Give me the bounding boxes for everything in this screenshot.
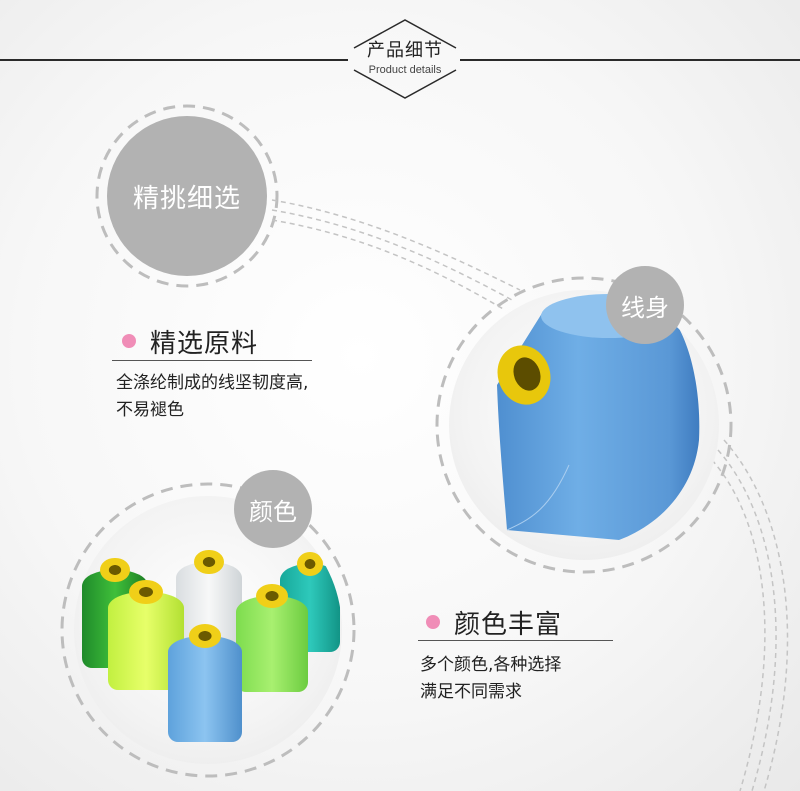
color-spools-photo bbox=[74, 496, 342, 764]
badge-color: 颜色 bbox=[234, 470, 312, 548]
header-line-left bbox=[0, 59, 348, 61]
feature-title-colors: 颜色丰富 bbox=[454, 610, 563, 640]
header-title: 产品细节 bbox=[367, 40, 443, 61]
feature-desc-line: 全涤纶制成的线坚韧度高, bbox=[116, 373, 309, 393]
thread-spool-photo bbox=[449, 290, 719, 560]
feature-desc-colors: 多个颜色,各种选择 满足不同需求 bbox=[420, 652, 561, 706]
feature-desc-line: 不易褪色 bbox=[116, 400, 184, 420]
feature-desc-line: 满足不同需求 bbox=[420, 682, 522, 702]
header-line-right bbox=[460, 59, 800, 61]
badge-thread-body: 线身 bbox=[606, 266, 684, 344]
feature-bullet-colors bbox=[426, 615, 440, 629]
spool-light-green bbox=[236, 584, 308, 692]
feature-bullet-materials bbox=[122, 334, 136, 348]
badge-selection-label: 精挑细选 bbox=[132, 183, 241, 214]
blue-spool-image bbox=[497, 294, 700, 540]
header-subtitle: Product details bbox=[368, 64, 442, 76]
feature-desc-materials: 全涤纶制成的线坚韧度高, 不易褪色 bbox=[116, 370, 308, 424]
header-diamond-frame bbox=[353, 19, 457, 99]
badge-selection: 精挑细选 bbox=[107, 116, 267, 276]
feature-title-materials: 精选原料 bbox=[150, 329, 259, 359]
badge-thread-body-label: 线身 bbox=[621, 293, 669, 322]
feature-underline-materials bbox=[112, 360, 312, 361]
spool-sky-blue bbox=[168, 624, 242, 742]
badge-color-label: 颜色 bbox=[249, 497, 297, 526]
feature-underline-colors bbox=[418, 640, 613, 641]
feature-desc-line: 多个颜色,各种选择 bbox=[420, 655, 562, 675]
